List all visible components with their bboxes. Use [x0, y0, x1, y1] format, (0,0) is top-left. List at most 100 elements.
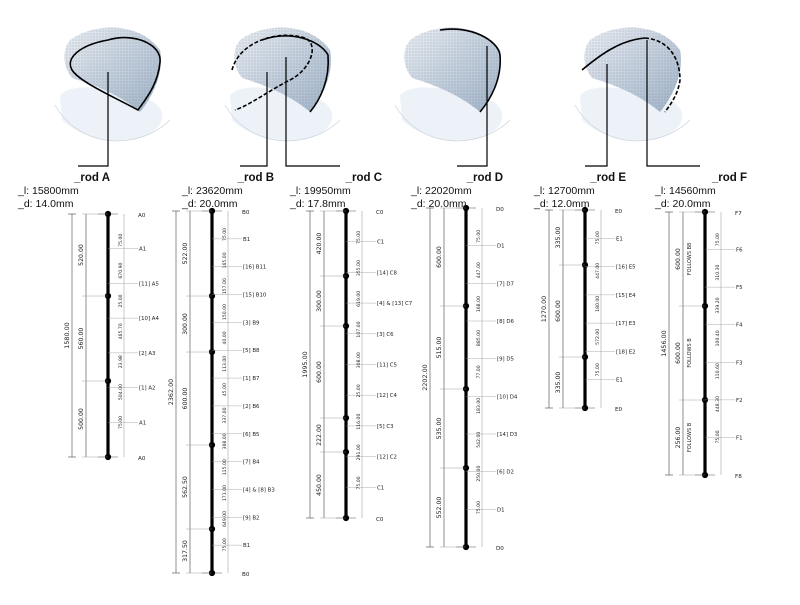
detail-dim-label: 504.00 — [118, 384, 124, 400]
rod-diameter: _d: 14.0mm — [18, 198, 74, 210]
segment-dim-label: 335.00 — [555, 372, 562, 394]
detail-dim-label: 75.00 — [356, 231, 362, 244]
detail-dim-label: 447.00 — [476, 262, 482, 278]
detail-dim-label: 368.00 — [222, 433, 228, 449]
segment-dim-label: 560.00 — [78, 328, 85, 350]
rod-curve-highlight — [581, 37, 646, 71]
leader-rod-b — [240, 72, 268, 167]
rod-name: _rod F — [711, 172, 747, 184]
point-label: [6] B5 — [243, 432, 259, 438]
detail-dim-label: 448.30 — [715, 396, 721, 412]
point-label: C1 — [377, 240, 384, 246]
shell-thumbnail-a — [54, 27, 171, 142]
shell-thumbnail-b — [224, 27, 341, 142]
total-dim-label: 1580.00 — [63, 322, 71, 348]
point-label: F4 — [736, 323, 743, 329]
rod-end-label-top: C0 — [376, 210, 384, 216]
point-label: C1 — [377, 485, 384, 491]
point-label: F1 — [736, 435, 743, 441]
point-label: F6 — [736, 248, 743, 254]
total-dim-label: 1270.00 — [540, 296, 548, 322]
detail-dim-label: 23.98 — [118, 355, 124, 368]
rod-name: _rod D — [466, 172, 503, 184]
detail-dim-label: 308.00 — [356, 352, 362, 368]
rod-curve-highlight — [69, 36, 161, 112]
rod-caption-b: _rod B _l: 23620mm _d: 20.0mm — [182, 172, 274, 211]
follows-label: FOLLOWS B — [687, 338, 693, 368]
detail-dim-label: 113.00 — [222, 356, 228, 372]
point-label: E1 — [616, 378, 623, 384]
rod-diameter: _d: 20.0mm — [655, 198, 711, 210]
detail-dim-label: 75.00 — [222, 538, 228, 551]
detail-dim-label: 25.00 — [356, 384, 362, 397]
detail-dim-label: 75.00 — [222, 228, 228, 241]
leader-rod-a — [78, 72, 109, 167]
point-label: E1 — [616, 236, 623, 242]
rod-length: _l: 15800mm — [18, 185, 79, 197]
shell-ghost-arc — [574, 104, 691, 142]
detail-dim-label: 572.00 — [595, 329, 601, 345]
point-label: [7] D7 — [497, 281, 514, 287]
segment-dim-label: 600.00 — [675, 248, 682, 270]
rod-diameter: _d: 20.0mm — [411, 198, 467, 210]
segment-dim-label: 600.00 — [316, 361, 323, 383]
rod-end-label-top: B0 — [242, 210, 250, 216]
rod-end-label-top: F7 — [735, 211, 742, 217]
rod-name: _rod B — [237, 172, 274, 184]
point-label: F3 — [736, 360, 743, 366]
detail-dim-label: 115.00 — [222, 459, 228, 475]
rod-name: _rod A — [74, 172, 110, 184]
detail-dim-label: 649.00 — [222, 511, 228, 527]
detail-dim-label: 157.00 — [222, 278, 228, 294]
point-label: [3] B9 — [243, 320, 260, 326]
point-label: [17] E3 — [616, 321, 636, 327]
point-label: [1] A2 — [139, 386, 155, 392]
rod-c: 420.00300.00600.00222.00450.001995.00C0C… — [301, 207, 412, 523]
rod-length: _l: 14560mm — [655, 185, 716, 197]
rod-end-label-bottom: E0 — [615, 407, 623, 413]
point-label: [1] B7 — [243, 376, 259, 382]
detail-dim-label: 291.00 — [356, 444, 362, 460]
shell-ghost-arc — [54, 104, 171, 142]
rod-diameter: _d: 20.0mm — [182, 198, 238, 210]
detail-dim-label: 355.00 — [356, 260, 362, 276]
rod-curve-highlight-2 — [261, 35, 330, 113]
detail-dim-label: 339.20 — [715, 297, 721, 313]
point-label: [16] B11 — [243, 265, 266, 271]
point-label: [14] D3 — [497, 432, 517, 438]
detail-dim-label: 75.00 — [595, 363, 601, 376]
detail-dim-label: 75.00 — [476, 501, 482, 514]
rod-length: _l: 22020mm — [411, 185, 472, 197]
segment-dim-label: 300.00 — [316, 290, 323, 312]
point-label: F5 — [736, 285, 743, 291]
point-label: [6] D2 — [497, 470, 514, 476]
detail-dim-label: 150.00 — [222, 304, 228, 320]
rod-d: 600.00515.00535.00552.002202.00D0D0D1[7]… — [421, 204, 518, 552]
point-label: [4] & [13] C7 — [377, 301, 412, 307]
detail-dim-label: 75.00 — [356, 476, 362, 489]
rod-length: _l: 19950mm — [290, 185, 351, 197]
point-label: D1 — [497, 244, 505, 250]
point-label: [5] B8 — [243, 348, 260, 354]
detail-dim-label: 250.00 — [476, 466, 482, 482]
detail-dim-label: 183.00 — [476, 398, 482, 414]
total-dim-label: 1995.00 — [301, 351, 309, 377]
detail-dim-label: 110.60 — [715, 363, 721, 379]
segment-dim-label: 535.00 — [436, 418, 443, 440]
rod-diameter: _d: 12.0mm — [534, 198, 590, 210]
detail-dim-label: 116.00 — [356, 414, 362, 430]
rod-caption-e: _rod E _l: 12700mm _d: 12.0mm — [534, 172, 626, 211]
segment-dim-label: 600.00 — [675, 342, 682, 364]
point-label: F2 — [736, 398, 743, 404]
detail-dim-label: 885.00 — [476, 330, 482, 346]
detail-dim-label: 168.00 — [476, 296, 482, 312]
detail-dim-label: 337.00 — [222, 407, 228, 423]
rod-end-label-bottom: A0 — [138, 456, 146, 462]
shell-ghost-arc — [224, 104, 341, 142]
point-label: B1 — [243, 237, 250, 243]
detail-dim-label: 75.00 — [715, 233, 721, 246]
rod-end-label-top: E0 — [615, 209, 623, 215]
segment-dim-label: 300.00 — [182, 313, 189, 335]
